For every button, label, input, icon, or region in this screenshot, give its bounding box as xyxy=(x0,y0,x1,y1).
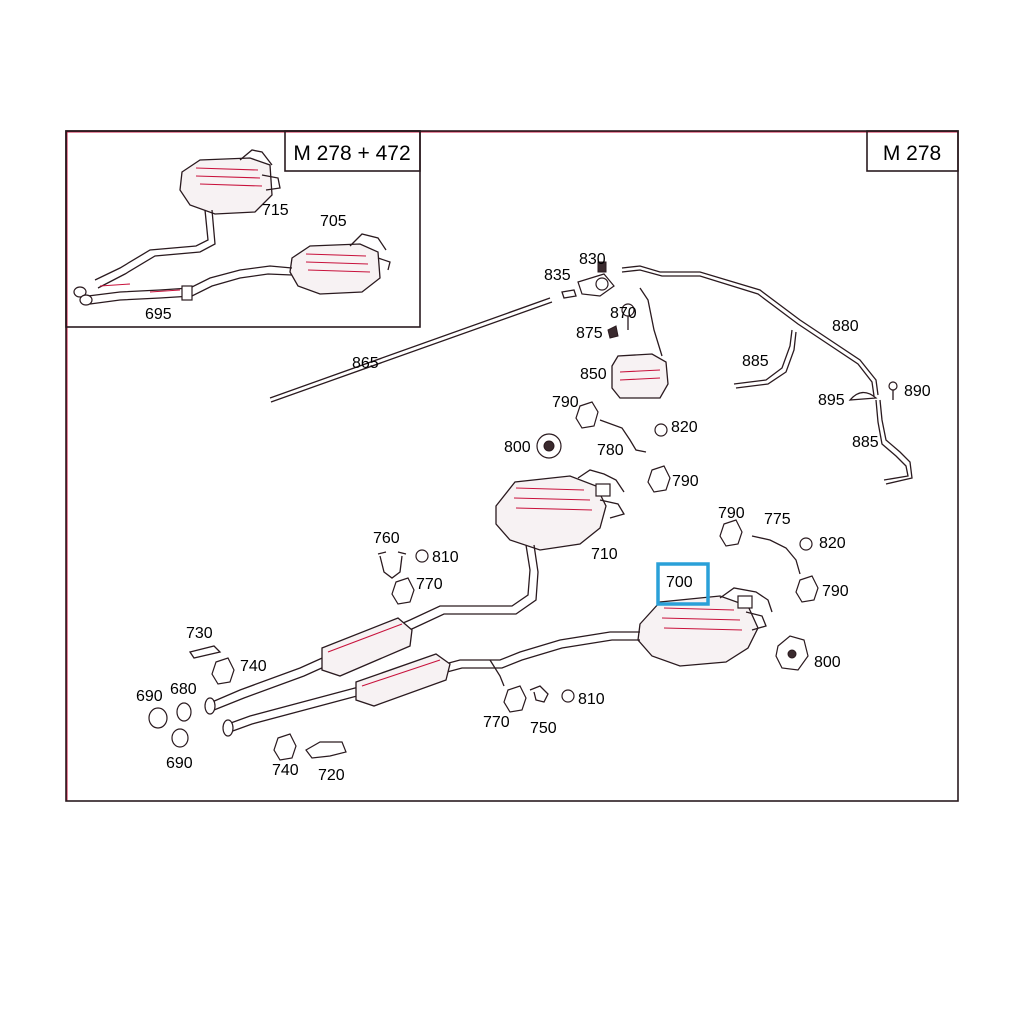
label-770-top: 770 xyxy=(416,576,443,593)
label-820-right: 820 xyxy=(819,535,846,552)
label-800-top: 800 xyxy=(504,439,531,456)
label-875: 875 xyxy=(576,325,603,342)
inset-exhaust-drawing xyxy=(73,149,391,306)
highlight-box xyxy=(656,562,710,606)
label-740-lower: 740 xyxy=(272,762,299,779)
inset-frame xyxy=(65,130,421,328)
label-870: 870 xyxy=(610,305,637,322)
label-790-right-lower: 790 xyxy=(822,583,849,600)
label-715: 715 xyxy=(262,202,289,219)
rear-silencer-left xyxy=(495,469,625,551)
variant-box-main: M 278 xyxy=(866,130,959,172)
variant-title-inset: M 278 + 472 xyxy=(293,142,410,165)
label-770-lower: 770 xyxy=(483,714,510,731)
label-690-top: 690 xyxy=(136,688,163,705)
label-730: 730 xyxy=(186,625,213,642)
vacuum-components xyxy=(561,261,898,401)
label-710: 710 xyxy=(591,546,618,563)
vacuum-lines xyxy=(269,265,913,485)
label-780: 780 xyxy=(597,442,624,459)
label-865: 865 xyxy=(352,355,379,372)
rear-silencer-right xyxy=(637,587,773,667)
variant-box-inset: M 278 + 472 xyxy=(284,130,421,172)
label-850: 850 xyxy=(580,366,607,383)
label-885-top: 885 xyxy=(742,353,769,370)
label-810-lower: 810 xyxy=(578,691,605,708)
label-705: 705 xyxy=(320,213,347,230)
label-700: 700 xyxy=(666,574,693,591)
label-790-right-top: 790 xyxy=(718,505,745,522)
label-690-bottom: 690 xyxy=(166,755,193,772)
label-790-top: 790 xyxy=(552,394,579,411)
label-760: 760 xyxy=(373,530,400,547)
label-800-right: 800 xyxy=(814,654,841,671)
variant-title-main: M 278 xyxy=(883,142,941,165)
label-720: 720 xyxy=(318,767,345,784)
label-880: 880 xyxy=(832,318,859,335)
label-790-center: 790 xyxy=(672,473,699,490)
label-835: 835 xyxy=(544,267,571,284)
label-820-top: 820 xyxy=(671,419,698,436)
diagram-frame-outline xyxy=(65,130,959,802)
label-775: 775 xyxy=(764,511,791,528)
label-885-bottom: 885 xyxy=(852,434,879,451)
label-895: 895 xyxy=(818,392,845,409)
label-810-top: 810 xyxy=(432,549,459,566)
part-labels: 715 705 695 830 835 870 875 880 865 850 … xyxy=(136,202,931,784)
label-740-top: 740 xyxy=(240,658,267,675)
label-750: 750 xyxy=(530,720,557,737)
label-695: 695 xyxy=(145,306,172,323)
label-680: 680 xyxy=(170,681,197,698)
hangers-mounts xyxy=(148,401,819,761)
exhaust-pipes xyxy=(204,544,640,737)
label-890: 890 xyxy=(904,383,931,400)
label-830: 830 xyxy=(579,251,606,268)
